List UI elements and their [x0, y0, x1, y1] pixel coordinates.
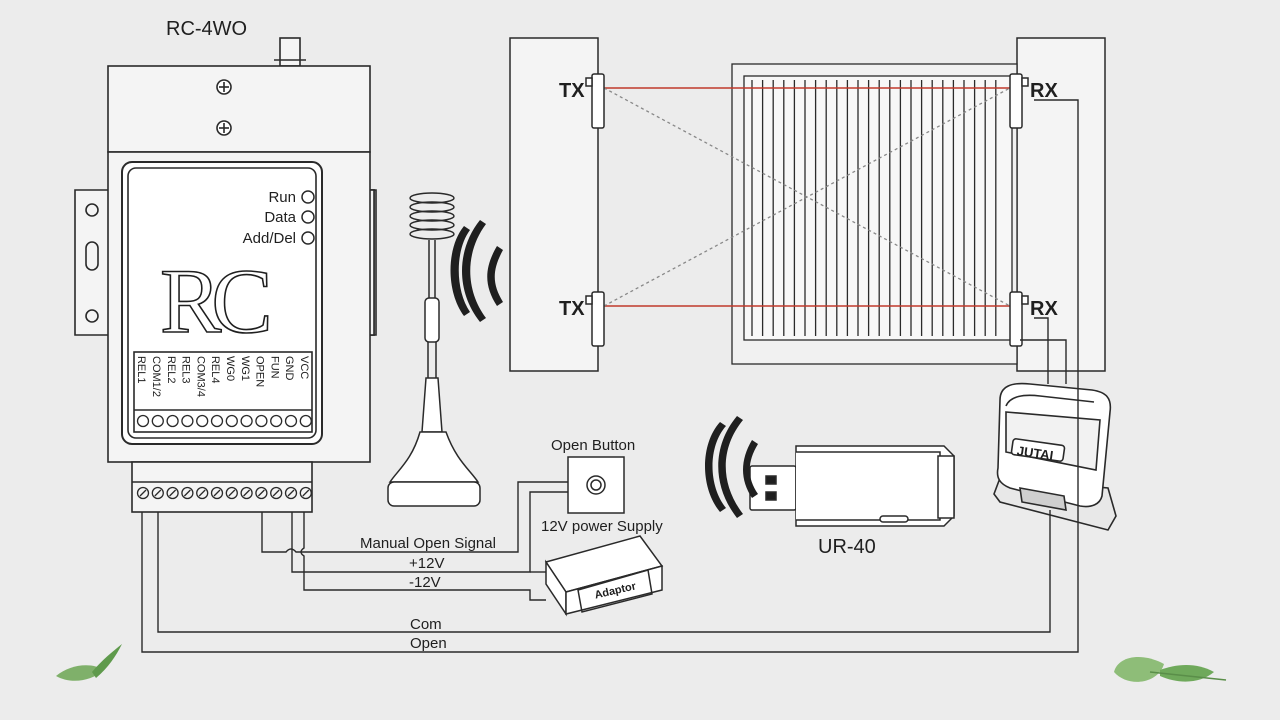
wire-manual-label: Manual Open Signal	[360, 535, 496, 552]
terminal-label: WG1	[239, 356, 251, 381]
wire-com-label: Com	[410, 616, 442, 633]
antenna	[387, 192, 481, 507]
open-button-device	[567, 456, 625, 514]
connector-screw	[196, 486, 209, 500]
antenna-signal-icon	[450, 220, 503, 322]
connector-screw	[151, 486, 164, 500]
terminal-label: COM3/4	[194, 356, 206, 397]
wire-open	[141, 99, 1079, 653]
terminal-screw	[284, 414, 298, 428]
wiring	[141, 99, 1079, 653]
controller-unit	[74, 37, 377, 513]
terminal-screws	[136, 414, 312, 500]
right-post	[1016, 37, 1106, 372]
ur40-receiver	[749, 445, 955, 527]
terminal-label: REL4	[209, 356, 221, 384]
terminal-screw	[166, 414, 179, 428]
gate-posts	[509, 37, 1106, 372]
terminal-label: REL3	[180, 356, 192, 384]
receiver-label: UR-40	[818, 536, 876, 558]
terminal-label: COM1/2	[150, 356, 162, 397]
gate-panel	[731, 63, 1018, 365]
terminal-screw	[299, 414, 312, 428]
motor-brand-label: JUTAI	[1016, 443, 1054, 463]
wire-com	[157, 510, 1051, 633]
adaptor-device	[544, 535, 664, 617]
connector-screw	[240, 486, 253, 500]
connector-screw	[210, 486, 224, 500]
beam-lines	[603, 87, 1011, 307]
indicator-add-del-label: Add/Del	[243, 230, 296, 247]
wire-minus12	[300, 512, 546, 601]
terminal-label: WG0	[224, 356, 236, 381]
beam-cross-b	[603, 87, 1011, 307]
terminal-screw	[255, 414, 268, 428]
rc-logo: RC	[160, 250, 268, 352]
left-post	[509, 37, 599, 372]
leaf-right-icon	[1114, 657, 1227, 682]
tx-bottom-sensor	[591, 291, 605, 347]
terminal-screw	[225, 414, 238, 428]
receiver-signal-icon	[705, 416, 758, 518]
connector-screw	[299, 486, 312, 500]
terminal-screw	[196, 414, 209, 428]
run-led	[301, 190, 315, 204]
terminal-label: VCC	[298, 356, 310, 379]
power-supply-label: 12V power Supply	[541, 518, 663, 535]
indicator-data-label: Data	[264, 209, 296, 226]
terminal-screw	[181, 414, 194, 428]
tx-top-sensor	[591, 73, 605, 129]
connector-screw	[255, 486, 268, 500]
tx-bottom-label: TX	[559, 298, 585, 320]
wire-minus12-label: -12V	[409, 574, 441, 591]
terminal-screw	[210, 414, 224, 428]
indicator-run-label: Run	[268, 189, 296, 206]
rx-top-sensor	[1009, 73, 1023, 129]
connector-screw	[270, 486, 283, 500]
controller-model-label: RC-4WO	[166, 18, 247, 40]
open-button-label: Open Button	[551, 437, 635, 454]
terminal-labels: VCCGNDFUNOPENWG1WG0REL4COM3/4REL3REL2COM…	[135, 356, 310, 397]
connector-screw	[284, 486, 298, 500]
terminal-label: FUN	[268, 356, 280, 379]
terminal-screw	[270, 414, 283, 428]
leaf-left-icon	[56, 644, 122, 681]
wire-plus12-label: +12V	[409, 555, 444, 572]
connector-screw	[136, 486, 150, 500]
jutai-motor	[993, 382, 1117, 531]
connector-screw	[166, 486, 179, 500]
wire-open-label: Open	[410, 635, 447, 652]
terminal-label: REL1	[135, 356, 147, 384]
add-del-led	[301, 231, 315, 245]
data-led	[301, 210, 315, 224]
indicator-leds	[301, 190, 315, 245]
sensor-brackets	[585, 73, 1029, 347]
wire-rx-motor	[1034, 317, 1049, 384]
terminal-label: GND	[283, 356, 295, 381]
rx-top-label: RX	[1030, 80, 1058, 102]
terminal-screw	[136, 414, 150, 428]
connector-screw	[225, 486, 238, 500]
rx-bottom-sensor	[1009, 291, 1023, 347]
tx-top-label: TX	[559, 80, 585, 102]
terminal-screw	[151, 414, 164, 428]
terminal-screw	[240, 414, 253, 428]
terminal-label: REL2	[165, 356, 177, 384]
rx-bottom-label: RX	[1030, 298, 1058, 320]
terminal-label: OPEN	[254, 356, 266, 387]
connector-screw	[181, 486, 194, 500]
